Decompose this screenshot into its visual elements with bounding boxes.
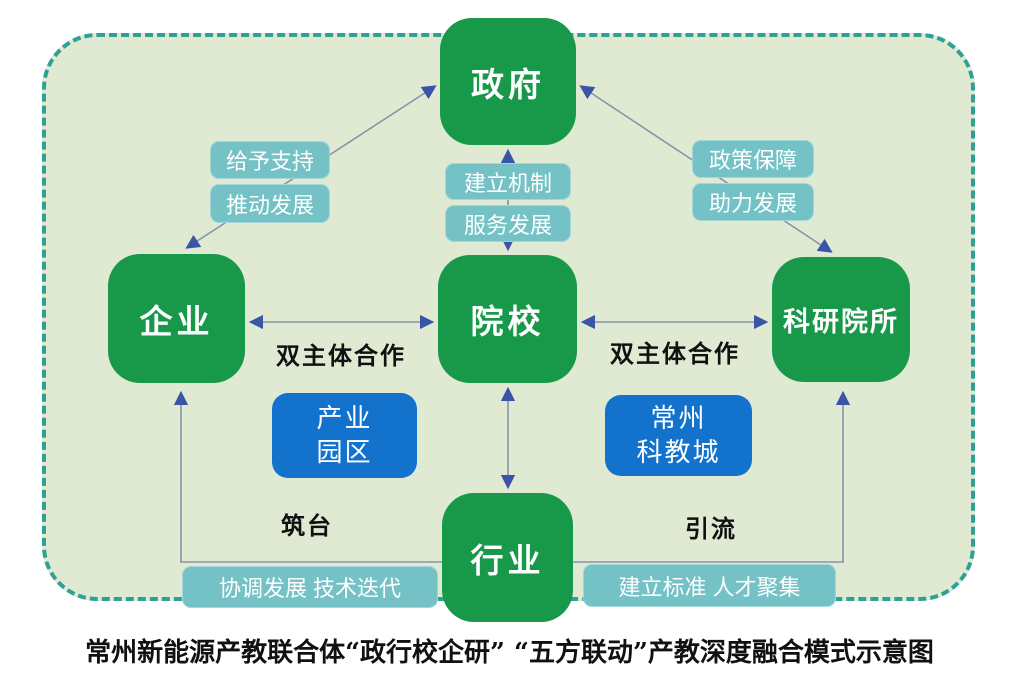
platform-industrial-park-line1: 产业: [316, 402, 373, 433]
label-attract-flow: 引流: [685, 516, 737, 543]
node-research-institutes: 科研院所: [772, 257, 910, 382]
platform-industrial-park: 产业 园区: [272, 393, 417, 478]
tag-assist-development: 助力发展: [692, 183, 814, 221]
tag-establish-mechanism: 建立机制: [445, 163, 571, 200]
node-enterprise: 企业: [108, 254, 245, 383]
label-dual-cooperation-right: 双主体合作: [610, 341, 740, 368]
tag-establish-standards: 建立标准 人才聚集: [583, 564, 836, 607]
node-enterprise-label: 企业: [139, 302, 214, 340]
platform-science-city: 常州 科教城: [605, 395, 752, 476]
platform-industrial-park-line2: 园区: [316, 436, 373, 467]
tag-give-support: 给予支持: [210, 141, 330, 179]
diagram-caption: 常州新能源产教联合体“政行校企研” “五方联动”产教深度融合模式示意图: [85, 638, 934, 668]
node-college-label: 院校: [470, 303, 545, 340]
tag-serve-development: 服务发展: [445, 205, 571, 242]
label-build-platform: 筑台: [281, 513, 333, 540]
node-industry: 行业: [442, 493, 573, 622]
platform-science-city-line2: 科教城: [636, 436, 721, 467]
node-government-label: 政府: [471, 65, 545, 103]
node-government: 政府: [440, 18, 576, 145]
tag-policy-guarantee: 政策保障: [692, 140, 814, 178]
node-research-institutes-label: 科研院所: [783, 307, 899, 337]
tag-coordinate-development: 协调发展 技术迭代: [182, 566, 438, 608]
platform-science-city-line1: 常州: [650, 402, 707, 433]
node-college: 院校: [438, 255, 577, 383]
node-industry-label: 行业: [470, 541, 545, 579]
tag-promote-development: 推动发展: [210, 184, 330, 223]
label-dual-cooperation-left: 双主体合作: [276, 343, 406, 370]
